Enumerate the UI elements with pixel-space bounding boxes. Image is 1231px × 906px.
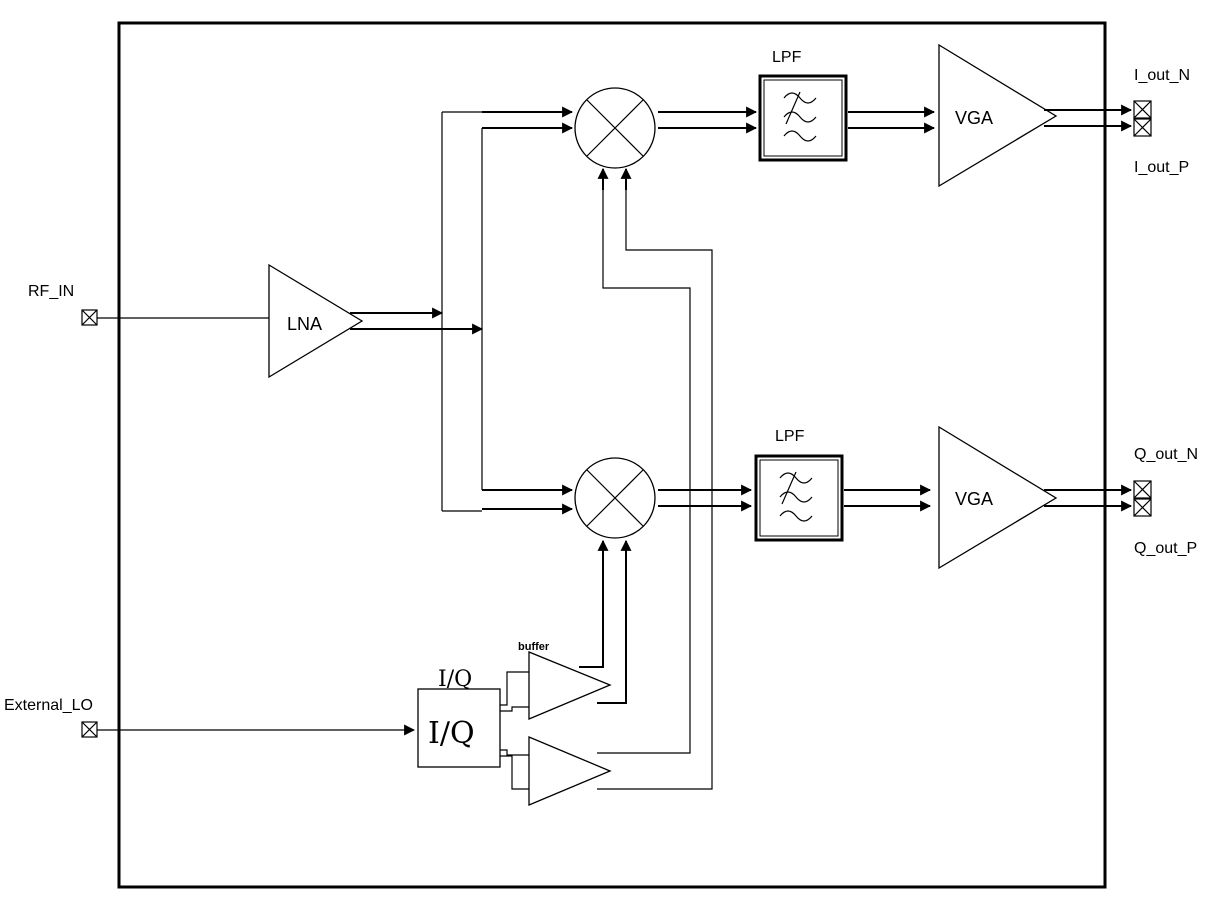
lpf-bottom-filter — [754, 454, 844, 542]
external-lo-pad[interactable] — [81, 721, 98, 738]
lpf-top-label: LPF — [772, 49, 802, 66]
rf-in-pad[interactable] — [81, 309, 98, 326]
iq-generator-block: I/Q — [417, 688, 501, 768]
lpf-output-wires — [844, 106, 936, 512]
lna-label: LNA — [287, 314, 322, 334]
lo-i-to-mixer-q-wires — [579, 539, 632, 704]
iq-title-label: I/Q — [438, 667, 472, 692]
q-out-p-pad[interactable] — [1133, 498, 1152, 517]
q-out-n-label: Q_out_N — [1134, 446, 1198, 463]
vga-output-wires — [1044, 104, 1133, 512]
vga-bottom-label: VGA — [955, 489, 993, 509]
q-out-p-label: Q_out_P — [1134, 540, 1197, 557]
buffer-label: buffer — [518, 641, 550, 653]
lna-output-wires — [350, 307, 484, 335]
rf-distribution-bus — [441, 106, 574, 515]
i-out-p-label: I_out_P — [1134, 159, 1189, 176]
buffer-i-amplifier — [528, 651, 612, 720]
external-lo-label: External_LO — [4, 697, 93, 714]
vga-top-amplifier: VGA — [938, 43, 1058, 188]
lpf-bottom-label: LPF — [775, 428, 805, 445]
iq-block-label: I/Q — [428, 716, 475, 751]
chip-boundary — [117, 21, 1107, 889]
vga-bottom-amplifier: VGA — [938, 425, 1058, 570]
iq-to-buffer-wires — [500, 671, 529, 790]
lpf-top-filter — [758, 74, 848, 162]
q-out-n-pad[interactable] — [1133, 480, 1152, 499]
i-out-p-pad[interactable] — [1133, 118, 1152, 137]
lo-q-to-mixer-i-wires — [597, 167, 713, 790]
mixer-q — [574, 457, 656, 539]
vga-top-label: VGA — [955, 108, 993, 128]
buffer-q-amplifier — [528, 736, 612, 806]
i-out-n-label: I_out_N — [1134, 67, 1190, 84]
mixer-i — [574, 87, 656, 169]
i-out-n-pad[interactable] — [1133, 100, 1152, 119]
rf-in-label: RF_IN — [28, 283, 74, 300]
lna-amplifier: LNA — [268, 263, 364, 379]
mixer-output-wires — [658, 106, 758, 512]
